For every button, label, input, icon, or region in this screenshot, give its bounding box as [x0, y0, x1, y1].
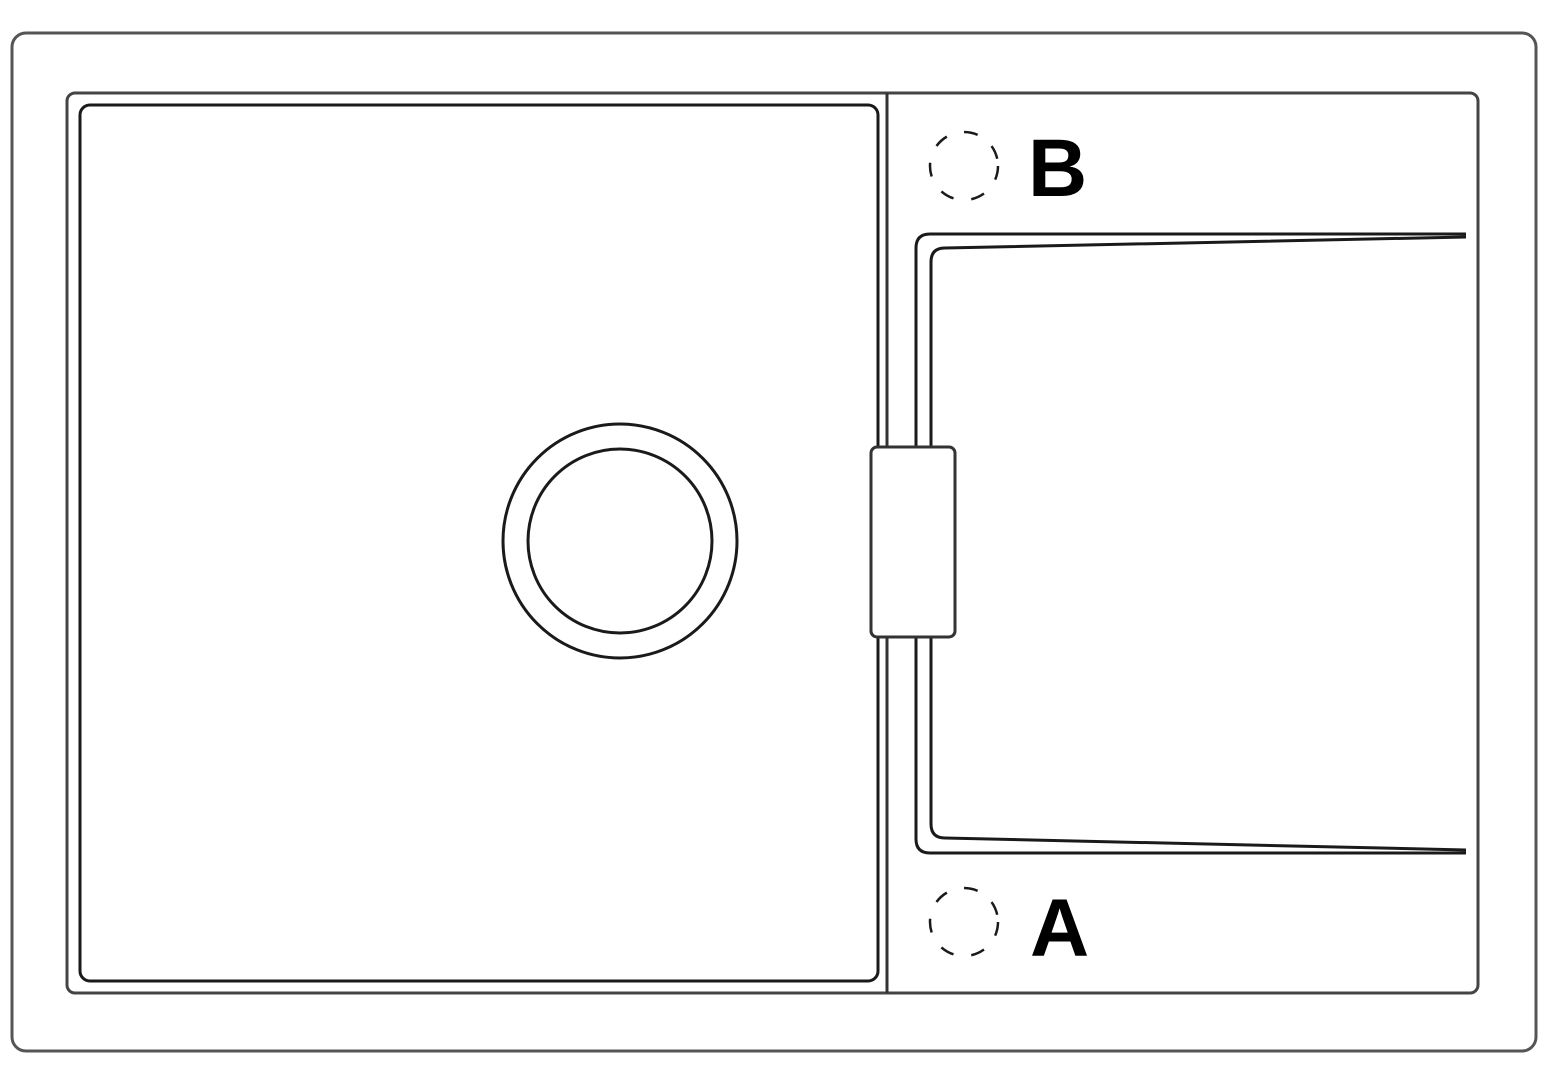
label-a: A [1030, 883, 1089, 974]
outer-frame [10, 31, 1538, 1053]
tap-hole-b-icon [928, 130, 1000, 202]
tap-hole-a-icon [928, 886, 1000, 958]
bowl [78, 103, 880, 983]
label-b: B [1028, 123, 1087, 214]
drain-inner-ring [526, 447, 714, 635]
inner-frame [65, 91, 1480, 995]
drainer-outer [914, 232, 1466, 855]
overflow-slot [869, 445, 957, 639]
drain-outer-ring [501, 422, 739, 660]
drainer-inner [929, 235, 1467, 852]
